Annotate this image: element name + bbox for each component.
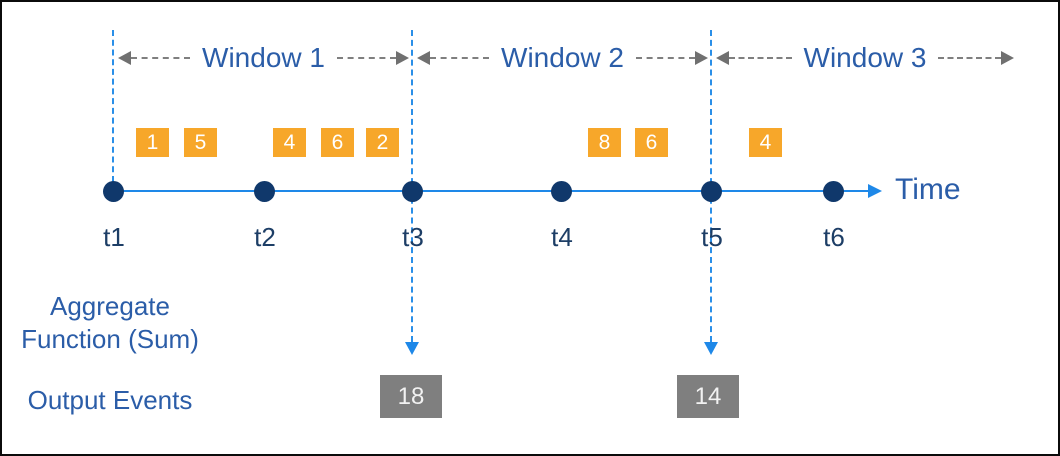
left-arrow-icon (118, 50, 131, 65)
window-3-label: Window 3 (803, 41, 927, 73)
right-arrow-icon (1001, 50, 1014, 65)
window-2-header: Window 2 (413, 41, 712, 73)
output-events-label: Output Events (27, 385, 193, 415)
event-box: 8 (588, 128, 621, 157)
timeline-axis (114, 190, 869, 192)
dashed-span-line (729, 56, 792, 59)
down-arrow-icon (405, 342, 419, 355)
timeline-point-t6 (823, 181, 844, 202)
event-box: 5 (184, 128, 217, 157)
tick-label-t6: t6 (823, 222, 845, 252)
left-arrow-icon (417, 50, 430, 65)
window-1-label: Window 1 (202, 41, 325, 73)
left-arrow-icon (716, 50, 729, 65)
tick-label-t3: t3 (402, 222, 424, 252)
dashed-span-line (430, 56, 490, 59)
event-box: 6 (635, 128, 668, 157)
dashed-span-line (938, 56, 1001, 59)
event-box: 6 (321, 128, 354, 157)
dashed-span-line (336, 56, 396, 59)
timeline-point-t4 (551, 181, 572, 202)
timeline-point-t3 (402, 181, 423, 202)
tick-label-t5: t5 (701, 222, 723, 252)
window-boundary-line-t1 (112, 30, 114, 182)
time-axis-label: Time (895, 173, 961, 206)
output-box: 14 (677, 375, 739, 418)
timeline-point-t1 (103, 181, 124, 202)
window-1-header: Window 1 (114, 41, 413, 73)
dashed-span-line (131, 56, 191, 59)
window-2-label: Window 2 (501, 41, 624, 73)
timeline-arrow-icon (868, 184, 882, 198)
right-arrow-icon (695, 50, 708, 65)
event-box: 1 (136, 128, 169, 157)
window-3-header: Window 3 (712, 41, 1018, 73)
event-box: 4 (749, 128, 782, 157)
dashed-span-line (635, 56, 695, 59)
timeline-point-t2 (254, 181, 275, 202)
tick-label-t4: t4 (551, 222, 573, 252)
timeline-point-t5 (701, 181, 722, 202)
output-box: 18 (380, 375, 442, 418)
aggregate-function-label: Aggregate Function (Sum) (21, 291, 199, 354)
event-box: 4 (273, 128, 306, 157)
event-box: 2 (366, 128, 399, 157)
tick-label-t2: t2 (254, 222, 276, 252)
tick-label-t1: t1 (103, 222, 125, 252)
down-arrow-icon (704, 342, 718, 355)
right-arrow-icon (396, 50, 409, 65)
